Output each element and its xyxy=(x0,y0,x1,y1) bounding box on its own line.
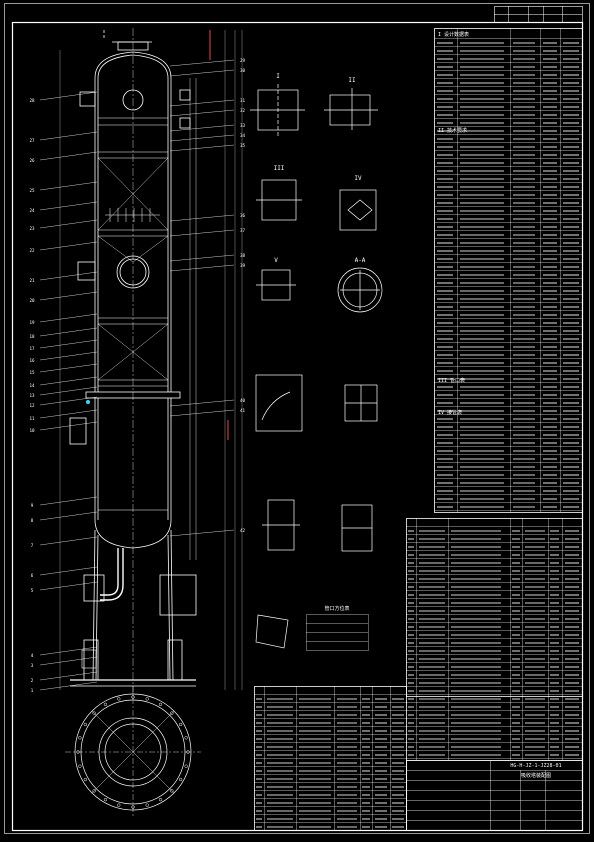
balloon-10: 10 xyxy=(29,428,35,433)
label-view-iv: IV xyxy=(354,175,362,182)
balloon-1: 1 xyxy=(31,688,34,693)
balloon-15: 15 xyxy=(29,370,35,375)
spec-text-marks xyxy=(437,42,579,508)
balloon-16: 16 xyxy=(29,358,35,363)
bom-text-marks xyxy=(256,530,579,828)
parts-list-right xyxy=(406,518,583,760)
balloon-37: 37 xyxy=(240,228,246,233)
balloon-19: 19 xyxy=(29,320,35,325)
label-view-i: I xyxy=(276,73,280,80)
balloon-26: 26 xyxy=(29,158,35,163)
spec-section-3: III 管口表 xyxy=(438,377,465,384)
balloon-31: 31 xyxy=(240,98,246,103)
tech-spec-panel xyxy=(434,28,583,513)
balloon-32: 32 xyxy=(240,108,246,113)
balloon-5: 5 xyxy=(31,588,34,593)
balloon-25: 25 xyxy=(29,188,35,193)
balloon-41: 41 xyxy=(240,408,246,413)
balloon-39: 39 xyxy=(240,263,246,268)
bolt-holes xyxy=(76,695,190,809)
balloon-38: 38 xyxy=(240,253,246,258)
balloon-11: 11 xyxy=(29,416,35,421)
balloon-42: 42 xyxy=(240,528,246,533)
balloon-23: 23 xyxy=(29,226,35,231)
balloon-30: 30 xyxy=(240,68,246,73)
balloon-29: 29 xyxy=(240,58,246,63)
balloon-20: 20 xyxy=(29,298,35,303)
balloon-36: 36 xyxy=(240,213,246,218)
spec-section-4: IV 接管表 xyxy=(438,409,462,416)
balloon-40: 40 xyxy=(240,398,246,403)
balloon-28: 28 xyxy=(29,98,35,103)
balloon-8: 8 xyxy=(31,518,34,523)
balloon-12: 12 xyxy=(29,403,35,408)
balloon-35: 35 xyxy=(240,143,246,148)
balloon-14: 14 xyxy=(29,383,35,388)
label-view-a: A-A xyxy=(355,257,366,264)
section-labels: I II III IV A-A V xyxy=(274,73,366,264)
balloon-22: 22 xyxy=(29,248,35,253)
parts-list-left xyxy=(254,686,407,831)
balloon-7: 7 xyxy=(31,543,34,548)
nozzle-orientation-table xyxy=(306,614,369,651)
balloon-24: 24 xyxy=(29,208,35,213)
balloon-18: 18 xyxy=(29,334,35,339)
balloon-2: 2 xyxy=(31,678,34,683)
label-view-iii: III xyxy=(274,165,285,172)
balloon-34: 34 xyxy=(240,133,246,138)
balloon-3: 3 xyxy=(31,663,34,668)
balloon-4: 4 xyxy=(31,653,34,658)
balloon-6: 6 xyxy=(31,573,34,578)
balloon-13: 13 xyxy=(29,393,35,398)
tower-main-view xyxy=(59,28,243,700)
balloon-17: 17 xyxy=(29,346,35,351)
balloon-9: 9 xyxy=(31,503,34,508)
spec-section-1: I 设计数据表 xyxy=(438,31,469,38)
title-block-drawing-no: HG-H-JZ-1-JZ28-01 xyxy=(510,763,561,769)
label-view-v: V xyxy=(274,257,278,264)
detail-views xyxy=(65,84,383,818)
title-block-drawing-title: 吸收塔装配图 xyxy=(521,772,551,779)
nozzle-table-title: 管口方位表 xyxy=(324,605,349,612)
balloon-27: 27 xyxy=(29,138,35,143)
balloon-21: 21 xyxy=(29,278,35,283)
label-view-ii: II xyxy=(348,77,356,84)
balloon-33: 33 xyxy=(240,123,246,128)
title-block xyxy=(406,760,583,831)
balloon-group: 1234567891011121314151617181920212223242… xyxy=(29,58,245,693)
tower-accents xyxy=(86,30,229,440)
